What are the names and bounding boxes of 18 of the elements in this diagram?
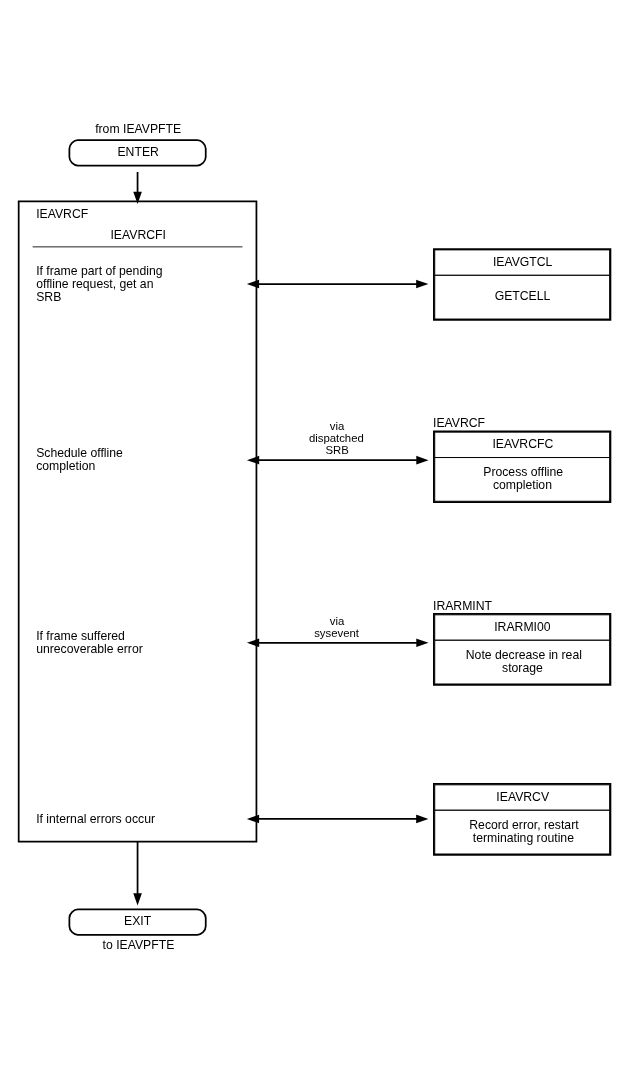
arrow [246, 814, 429, 823]
node-text: If frame part of pending offline request, get an SRB [36, 263, 163, 304]
node-text: If frame suffered unrecoverable error [36, 628, 143, 656]
node-box: EXIT [68, 908, 207, 936]
edge-label: via sysevent [314, 614, 359, 639]
node-label: to IEAVPFTE [102, 937, 175, 952]
arrow [133, 840, 142, 906]
edge-label: via dispatched SRB [308, 419, 364, 456]
node-label: from IEAVPFTE [95, 121, 182, 136]
node-text: If internal errors occur [36, 811, 156, 826]
arrow [246, 455, 429, 464]
arrow [133, 170, 142, 204]
arrow [246, 279, 429, 288]
arrow [246, 638, 429, 647]
node-text: Schedule offline completion [36, 445, 123, 473]
node-label: IEAVRCF [433, 415, 486, 430]
node-label: IRARMINT [433, 598, 493, 613]
node-box: ENTER [68, 138, 207, 166]
